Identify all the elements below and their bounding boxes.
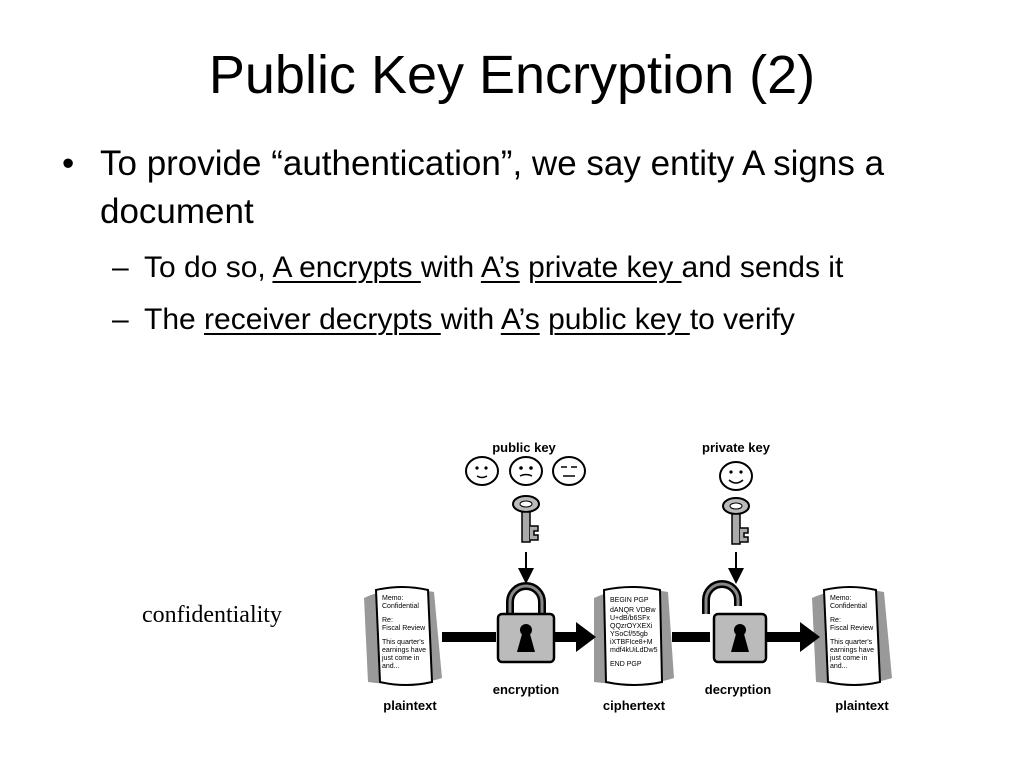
sub1-text-end: and sends it [681, 251, 844, 284]
sub1-space [520, 251, 528, 284]
flow-arrow-3 [672, 632, 710, 642]
public-key-icon [512, 495, 540, 543]
decryption-label: decryption [705, 682, 772, 697]
svg-text:just come in: just come in [829, 655, 867, 662]
public-key-label: public key [492, 440, 556, 455]
flow-arrow-4 [766, 622, 820, 652]
locked-padlock-icon [496, 582, 556, 664]
sub2-text-end: to verify [689, 303, 795, 336]
sub2-underlined-receiver-decrypts: receiver decrypts [204, 303, 441, 336]
svg-text:Re:: Re: [382, 617, 393, 624]
svg-text:Memo:: Memo: [382, 595, 403, 602]
svg-text:and...: and... [382, 663, 400, 670]
memo-text-2: Memo: Confidential Re: Fiscal Review Thi… [829, 595, 874, 670]
plaintext-document-icon-2: Memo: Confidential Re: Fiscal Review Thi… [812, 586, 892, 686]
sub2-text: The [144, 303, 205, 336]
encryption-label: encryption [493, 682, 560, 697]
svg-text:earnings have: earnings have [830, 647, 874, 654]
flow-arrow-2 [554, 622, 596, 652]
svg-text:YSoCf/55gb: YSoCf/55gb [610, 631, 648, 638]
ciphertext-document-icon: BEGIN PGP dANQR VDBw U+dB/b6SFx QQzrOYXE… [594, 586, 674, 686]
slide-title: Public Key Encryption (2) [208, 45, 816, 105]
svg-text:Fiscal Review: Fiscal Review [382, 625, 426, 632]
confidentiality-label: confidentiality [142, 602, 282, 628]
face-icon-private [719, 461, 753, 491]
plaintext-label-left: plaintext [383, 698, 437, 713]
face-icon-2 [509, 456, 543, 486]
svg-text:just come in: just come in [381, 655, 419, 662]
svg-text:iXTBFIce8+M: iXTBFIce8+M [610, 639, 653, 646]
sub-bullet-encrypt: – To do so, A encrypts with A’s private … [60, 248, 980, 288]
svg-text:QQzrOYXEXi: QQzrOYXEXi [610, 623, 653, 630]
svg-text:Memo:: Memo: [830, 595, 851, 602]
svg-text:and...: and... [830, 663, 848, 670]
sub-bullet-decrypt: – The receiver decrypts with A’s public … [60, 300, 980, 340]
sub1-underlined-a-encrypts: A encrypts [272, 251, 421, 284]
svg-text:Confidential: Confidential [830, 603, 867, 610]
svg-text:Confidential: Confidential [382, 603, 419, 610]
svg-text:END PGP: END PGP [610, 661, 642, 668]
bullet-item-authentication: • To provide “authentication”, we say en… [60, 140, 980, 236]
bullet-list: • To provide “authentication”, we say en… [60, 140, 980, 340]
flow-arrow-1 [442, 632, 496, 642]
plaintext-label-right: plaintext [835, 698, 889, 713]
face-icon-1 [465, 456, 499, 486]
memo-text-1: Memo: Confidential Re: Fiscal Review Thi… [381, 595, 426, 670]
svg-text:earnings have: earnings have [382, 647, 426, 654]
face-icon-3 [552, 456, 586, 486]
svg-text:mdf4kUiLdDw5: mdf4kUiLdDw5 [610, 647, 658, 654]
sub2-underlined-public-key: public key [548, 303, 690, 336]
svg-text:U+dB/b6SFx: U+dB/b6SFx [610, 615, 650, 622]
encryption-diagram: public key private key [364, 440, 892, 713]
unlocked-padlock-icon [702, 580, 768, 664]
svg-text:This quarter's: This quarter's [382, 639, 425, 646]
cipher-text: BEGIN PGP dANQR VDBw U+dB/b6SFx QQzrOYXE… [610, 597, 658, 668]
private-key-icon [722, 497, 750, 545]
ciphertext-label: ciphertext [603, 698, 666, 713]
bullet-text: To provide “authentication”, we say enti… [100, 144, 885, 231]
svg-text:This quarter's: This quarter's [830, 639, 873, 646]
sub1-underlined-private-key: private key [528, 251, 682, 284]
sub2-underlined-as: A’s [500, 303, 540, 336]
private-key-label: private key [702, 440, 771, 455]
svg-text:Fiscal Review: Fiscal Review [830, 625, 874, 632]
bullet-marker: • [62, 144, 75, 183]
svg-text:dANQR VDBw: dANQR VDBw [610, 607, 656, 614]
sub2-text-with: with [440, 303, 501, 336]
sub2-space [540, 303, 548, 336]
sub1-text-with: with [420, 251, 481, 284]
svg-text:BEGIN PGP: BEGIN PGP [610, 597, 649, 604]
dash-marker: – [112, 251, 129, 284]
svg-text:Re:: Re: [830, 617, 841, 624]
dash-marker: – [112, 303, 129, 336]
plaintext-document-icon-1: Memo: Confidential Re: Fiscal Review Thi… [364, 586, 442, 686]
sub1-text: To do so, [144, 251, 273, 284]
sub1-underlined-as: A’s [480, 251, 520, 284]
